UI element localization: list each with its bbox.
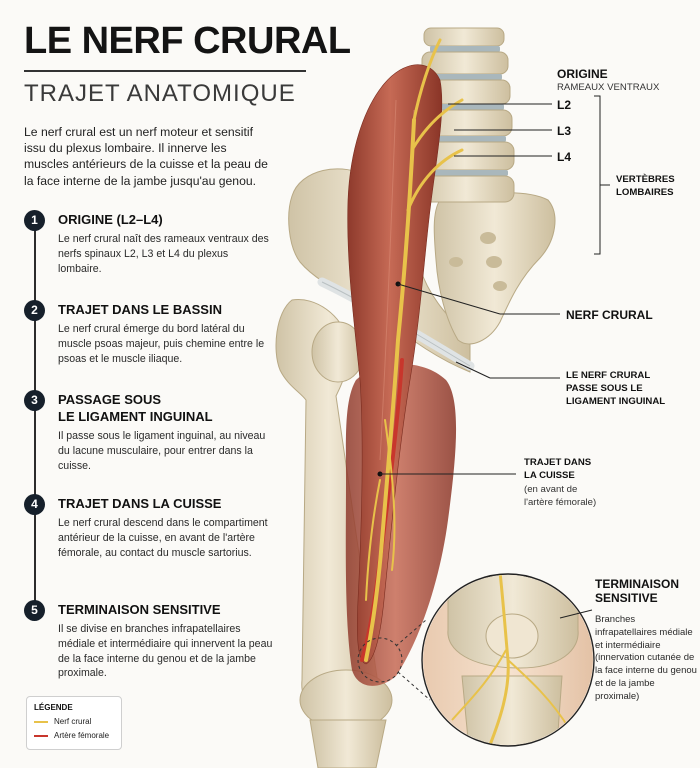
step-number-badge: 2 bbox=[24, 300, 45, 321]
step-title: TRAJET DANS LE BASSIN bbox=[58, 302, 222, 317]
step-number-badge: 5 bbox=[24, 600, 45, 621]
femoral-nerve bbox=[364, 38, 464, 662]
sacral-foramen bbox=[493, 281, 507, 291]
label-l4: L4 bbox=[557, 150, 572, 164]
label-termination-1: TERMINAISON bbox=[595, 577, 679, 591]
label-thigh-2: LA CUISSE bbox=[524, 470, 575, 481]
step-number-badge: 1 bbox=[24, 210, 45, 231]
label-ligament-2: PASSE SOUS LE bbox=[566, 383, 643, 394]
step-text: Le nerf crural descend dans le compartim… bbox=[58, 517, 268, 559]
knee-zoom-inset bbox=[421, 573, 595, 747]
tibia bbox=[309, 719, 387, 768]
step-termination: 5 TERMINAISON SENSITIVE Il se divise en … bbox=[24, 600, 284, 684]
label-termination-2: SENSITIVE bbox=[595, 591, 658, 606]
step-title: TRAJET DANS LA CUISSE bbox=[58, 496, 222, 511]
label-origin-sub: RAMEAUX VENTRAUX bbox=[557, 82, 660, 93]
intro-text: Le nerf crural est un nerf moteur et sen… bbox=[24, 125, 268, 188]
legend-swatch-artery bbox=[34, 735, 48, 737]
legend-title: LÉGENDE bbox=[34, 703, 73, 712]
vertebrae-bracket bbox=[594, 95, 601, 255]
title-divider bbox=[24, 70, 306, 72]
step-thigh: 4 TRAJET DANS LA CUISSE Le nerf crural d… bbox=[24, 494, 284, 578]
legend-item-nerve: Nerf crural bbox=[34, 716, 120, 728]
label-termination: TERMINAISON SENSITIVE bbox=[595, 577, 679, 606]
legend-item-artery: Artère fémorale bbox=[34, 730, 120, 742]
knee-zoom-source bbox=[357, 637, 403, 683]
leader-termination bbox=[559, 609, 593, 619]
sacral-foramen bbox=[486, 256, 502, 268]
label-termination-text: Branches infrapatellaires médiale et int… bbox=[595, 614, 697, 702]
label-thigh-1: TRAJET DANS bbox=[524, 457, 592, 468]
label-ligament-3: LIGAMENT INGUINAL bbox=[566, 396, 666, 407]
step-ligament: 3 PASSAGE SOUS LE LIGAMENT INGUINAL Il p… bbox=[24, 390, 284, 474]
sacrum bbox=[433, 192, 556, 345]
step-title: TERMINAISON SENSITIVE bbox=[58, 602, 221, 617]
step-title: ORIGINE (L2–L4) bbox=[58, 212, 163, 227]
step-number-badge: 4 bbox=[24, 494, 45, 515]
legend-label: Nerf crural bbox=[54, 717, 92, 726]
label-l2: L2 bbox=[557, 98, 572, 112]
label-vertebrae-1: VERTÈBRES bbox=[616, 174, 675, 185]
page-subtitle: TRAJET ANATOMIQUE bbox=[24, 80, 296, 107]
label-nerve: NERF CRURAL bbox=[566, 308, 653, 322]
leader-nerve bbox=[397, 283, 501, 315]
label-ligament-1: LE NERF CRURAL bbox=[566, 370, 651, 381]
label-l3: L3 bbox=[557, 124, 572, 138]
sacral-foramen bbox=[480, 232, 496, 244]
step-text: Le nerf crural émerge du bord latéral du… bbox=[58, 323, 265, 365]
legend-label: Artère fémorale bbox=[54, 731, 110, 740]
label-origin: ORIGINE bbox=[557, 67, 608, 81]
label-thigh-4: l'artère fémorale) bbox=[524, 497, 597, 508]
steps-timeline-line bbox=[34, 220, 36, 612]
label-thigh-3: (en avant de bbox=[524, 484, 578, 495]
step-origin: 1 ORIGINE (L2–L4) Le nerf crural naît de… bbox=[24, 210, 284, 280]
page-title: LE NERF CRURAL bbox=[24, 20, 351, 62]
step-text: Le nerf crural naît des rameaux ventraux… bbox=[58, 233, 269, 275]
step-title: PASSAGE SOUS LE LIGAMENT INGUINAL bbox=[58, 392, 213, 424]
step-pelvis: 2 TRAJET DANS LE BASSIN Le nerf crural é… bbox=[24, 300, 284, 370]
legend-swatch-nerve bbox=[34, 721, 48, 723]
step-text: Il passe sous le ligament inguinal, au n… bbox=[58, 430, 266, 472]
sacral-foramen bbox=[449, 257, 463, 267]
legend-box: LÉGENDE Nerf crural Artère fémorale bbox=[26, 696, 122, 750]
label-vertebrae-2: LOMBAIRES bbox=[616, 187, 674, 198]
leader-ligament bbox=[455, 361, 491, 379]
step-text: Il se divise en branches infrapatellaire… bbox=[58, 623, 273, 680]
step-number-badge: 3 bbox=[24, 390, 45, 411]
